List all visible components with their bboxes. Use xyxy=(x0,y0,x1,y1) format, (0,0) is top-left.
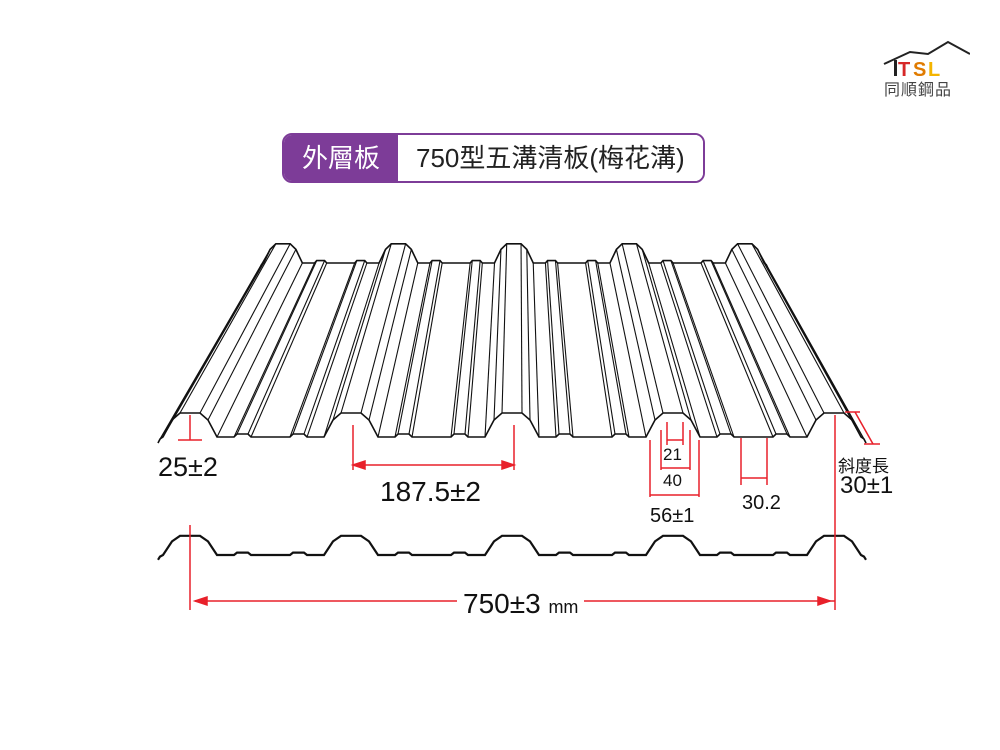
slope-length-dim xyxy=(854,411,874,445)
panel-fold-line xyxy=(751,243,845,414)
panel-fold-line xyxy=(236,260,318,435)
panel-fold-line xyxy=(660,262,718,438)
rib-height-label: 25±2 xyxy=(158,452,218,482)
title-banner: 外層板 750型五溝清板(梅花溝) xyxy=(282,133,705,183)
panel-fold-line xyxy=(484,262,496,438)
total-width-unit: mm xyxy=(548,597,579,617)
category-label: 外層板 xyxy=(284,135,399,181)
panel-fold-line xyxy=(635,243,684,414)
panel-fold-line xyxy=(179,243,277,414)
rib-top-label: 21 xyxy=(663,445,682,464)
total-width-value: 750±3 xyxy=(463,588,541,619)
panel-fold-line xyxy=(453,260,473,435)
panel-fold-line xyxy=(737,243,825,414)
panel-fold-line xyxy=(712,262,791,438)
panel-fold-line xyxy=(585,262,613,438)
panel-fold-line xyxy=(199,243,291,414)
panel-fold-line xyxy=(763,262,862,438)
arrow-head xyxy=(350,459,366,471)
panel-fold-line xyxy=(377,262,419,438)
panel-fold-line xyxy=(587,260,616,435)
panel-fold-line xyxy=(702,260,777,435)
panel-fold-line xyxy=(662,260,721,435)
panel-fold-line xyxy=(332,249,387,421)
panel-fold-line xyxy=(250,262,328,438)
panel-fold-line xyxy=(615,249,656,421)
slope-length-label: 斜度長 xyxy=(838,457,889,476)
panel-fold-line xyxy=(216,262,303,438)
panel-fold-line xyxy=(162,262,265,438)
panel-fold-line xyxy=(597,262,630,438)
panel-fold-line xyxy=(731,249,817,421)
company-name: 同順鋼品 xyxy=(884,82,953,99)
arrow-head xyxy=(192,595,208,607)
panel-fold-line xyxy=(767,267,867,444)
arrow-head xyxy=(817,595,833,607)
svg-text:S: S xyxy=(913,59,926,81)
panel-fold-line xyxy=(724,262,808,438)
panel-fold-line xyxy=(368,249,412,421)
panel-fold-line xyxy=(450,262,471,438)
panel-cross-section xyxy=(157,534,867,561)
panel-fold-line xyxy=(207,249,297,421)
panel-fold-line xyxy=(292,260,358,435)
panel-fold-line xyxy=(493,249,502,421)
panel-fold-line xyxy=(547,260,560,435)
panel-fold-line xyxy=(557,262,574,438)
rib-mid-label: 40 xyxy=(663,471,682,490)
panel-fold-line xyxy=(672,262,735,438)
panel-fold-line xyxy=(233,262,316,438)
panel-fold-line xyxy=(641,249,692,421)
panel-fold-line xyxy=(520,243,523,414)
panel-fold-line xyxy=(648,262,701,438)
total-width-label: 750±3 mm xyxy=(457,588,585,620)
panel-fold-line xyxy=(544,262,557,438)
svg-text:T: T xyxy=(898,59,910,81)
panel-fold-line xyxy=(501,243,508,414)
panel-fold-line xyxy=(467,262,483,438)
slope-length-value: 30±1 xyxy=(840,472,894,499)
panel-fold-line xyxy=(700,262,774,438)
panel-fold-line xyxy=(464,260,481,435)
panel-3d-view xyxy=(157,243,867,444)
panel-fold-line xyxy=(306,262,368,438)
arrow-head xyxy=(501,459,517,471)
panel-fold-line xyxy=(595,260,627,435)
profile-line xyxy=(157,534,867,561)
pitch-label: 187.5±2 xyxy=(380,476,482,507)
panel-fold-line xyxy=(554,260,571,435)
panel-fold-line xyxy=(408,260,441,435)
panel-fold-line xyxy=(171,249,271,421)
product-name: 750型五溝清板(梅花溝) xyxy=(398,135,703,181)
company-logo: T S L xyxy=(883,40,970,81)
panel-fold-line xyxy=(247,260,326,435)
svg-text:L: L xyxy=(928,59,940,81)
panel-fold-line xyxy=(360,243,407,414)
panel-fold-line xyxy=(303,260,366,435)
panel-fold-line xyxy=(394,262,431,438)
panel-fold-line xyxy=(621,243,664,414)
panel-fold-line xyxy=(323,262,380,438)
panel-fold-line xyxy=(340,243,392,414)
panel-front-edge xyxy=(157,412,867,444)
panel-fold-line xyxy=(532,262,540,438)
panel-fold-line xyxy=(710,260,788,435)
panel-fold-line xyxy=(526,249,531,421)
panel-fold-line xyxy=(289,262,356,438)
panel-fold-line xyxy=(609,262,647,438)
trough-groove-label: 30.2 xyxy=(742,492,781,514)
panel-fold-line xyxy=(397,260,433,435)
panel-fold-line xyxy=(411,262,443,438)
panel-back-edge xyxy=(259,243,769,269)
panel-fold-line xyxy=(670,260,732,435)
rib-base-label: 56±1 xyxy=(650,505,695,527)
